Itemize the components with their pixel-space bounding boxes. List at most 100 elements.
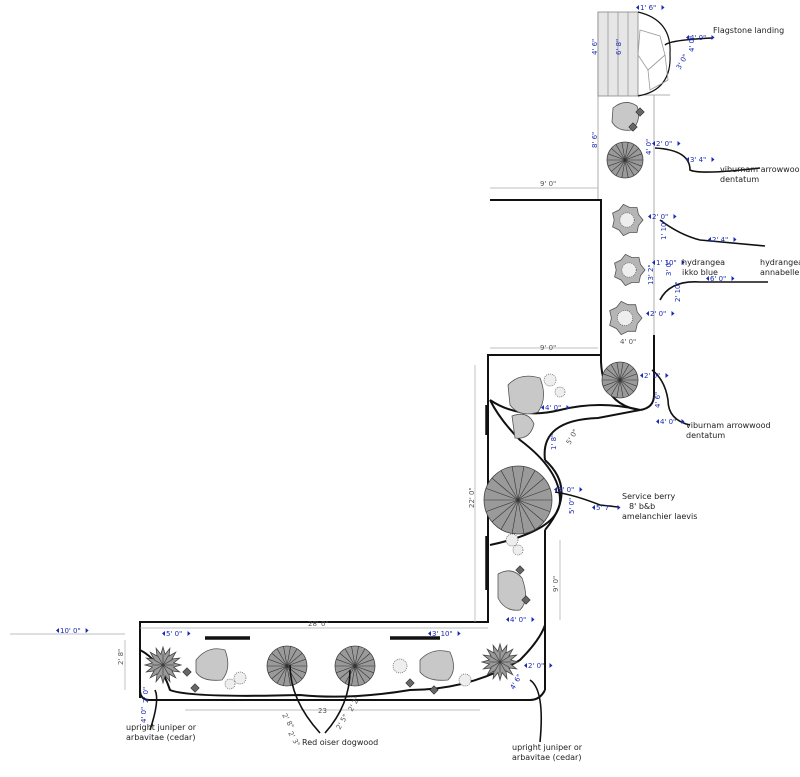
rock-corner-2 bbox=[511, 413, 535, 439]
leader-lines bbox=[149, 37, 768, 743]
dimension-arrow bbox=[640, 373, 643, 378]
rock-bottom-1 bbox=[195, 648, 229, 681]
viburnum-top bbox=[606, 141, 644, 179]
label-hydrangea-b-1: hydrangea bbox=[760, 258, 800, 267]
dimension-arrow bbox=[579, 487, 583, 492]
dimension-arrow bbox=[549, 663, 553, 668]
dimension-label: 2' 0" bbox=[650, 310, 666, 318]
dimension-label: 23 bbox=[318, 707, 327, 715]
dimension-arrow bbox=[648, 214, 651, 219]
dimension-arrow bbox=[686, 35, 689, 40]
dimension-label: 4' 0" bbox=[645, 139, 653, 155]
small-plant-4 bbox=[521, 595, 531, 605]
dimension-arrow bbox=[636, 5, 639, 10]
dimension-label: 2' 0" bbox=[142, 687, 150, 703]
dimension-label: 2' 4" bbox=[712, 236, 728, 244]
dimension-label: 3' 0" bbox=[675, 53, 690, 71]
label-hydrangea-b-2: annabelle bbox=[760, 268, 799, 277]
dimension-arrow bbox=[541, 405, 544, 410]
small-plant-1 bbox=[635, 107, 645, 117]
dimension-arrow bbox=[711, 157, 715, 162]
dimension-label: 4' 0" bbox=[660, 418, 676, 426]
dimension-label: 4' 0" bbox=[510, 616, 526, 624]
dimension-arrow bbox=[56, 628, 59, 633]
rock-bottom-2 bbox=[419, 650, 454, 681]
dimension-arrow bbox=[681, 419, 685, 424]
label-viburnum-top-1: viburnam arrowwood bbox=[720, 165, 800, 174]
dimension-arrow bbox=[531, 617, 535, 622]
dimension-label: 1' 6" bbox=[640, 4, 656, 12]
label-viburnum-mid-1: viburnam arrowwood bbox=[686, 421, 771, 430]
viburnum-mid bbox=[601, 361, 639, 399]
dogwood-2 bbox=[334, 645, 376, 687]
dogwood-1 bbox=[266, 645, 308, 687]
dimension-label: 9' 0" bbox=[540, 344, 556, 352]
label-service-1: Service berry bbox=[622, 492, 676, 501]
rock-side bbox=[497, 570, 526, 611]
perennial-bottom-4 bbox=[458, 673, 472, 687]
perennial-corner-2 bbox=[554, 386, 566, 398]
plant-labels: Flagstone landing viburnam arrowwood den… bbox=[126, 26, 800, 762]
dimension-label: 2' 0" bbox=[652, 213, 668, 221]
dimension-label: 8' 6" bbox=[591, 132, 599, 148]
label-dogwood: Red oiser dogwood bbox=[302, 738, 378, 747]
hydrangea-1 bbox=[612, 203, 644, 237]
dimension-arrow bbox=[677, 141, 681, 146]
dimension-arrow bbox=[566, 405, 570, 410]
rock-corner-1 bbox=[507, 375, 544, 415]
label-viburnum-top-2: dentatum bbox=[720, 175, 759, 184]
dimension-label: 3' 0" bbox=[558, 486, 574, 494]
dimension-label: 4' 6" bbox=[591, 39, 599, 55]
dimension-label: 2' 0" bbox=[528, 662, 544, 670]
dimension-arrow bbox=[656, 419, 659, 424]
dimension-arrow bbox=[187, 631, 191, 636]
perennial-side-1 bbox=[505, 533, 519, 547]
hydrangea-3 bbox=[609, 300, 643, 336]
dimension-label: 4' 6" bbox=[654, 392, 662, 408]
dimension-arrow bbox=[457, 631, 461, 636]
dimension-label: 1' 10" bbox=[660, 219, 668, 240]
dimension-arrow bbox=[506, 617, 509, 622]
label-flagstone: Flagstone landing bbox=[713, 26, 784, 35]
dimension-arrow bbox=[731, 276, 735, 281]
dimension-arrow bbox=[671, 311, 675, 316]
dimension-label: 3' 0" bbox=[665, 260, 673, 276]
dimension-label: 13' 2" bbox=[647, 264, 655, 285]
label-service-2: 8' b&b bbox=[629, 502, 655, 511]
dimension-arrow bbox=[686, 157, 689, 162]
small-plant-6 bbox=[190, 683, 200, 693]
dimension-label: 10' 0" bbox=[60, 627, 81, 635]
dimension-label: 2' 3" bbox=[286, 730, 301, 748]
dimension-label: 4' 0" bbox=[620, 338, 636, 346]
dimension-arrow bbox=[733, 237, 737, 242]
dimension-label: 4' 6" bbox=[509, 673, 524, 691]
label-hydrangea-a-1: hydrangea bbox=[682, 258, 725, 267]
dimension-label: 22' 0" bbox=[468, 487, 476, 508]
dimension-label: 2' 10" bbox=[674, 281, 682, 302]
dimension-arrow bbox=[85, 628, 89, 633]
dimension-label: 3' 4" bbox=[690, 156, 706, 164]
dimension-label: 5' 0" bbox=[568, 498, 576, 514]
dimension-label: 5' 7" bbox=[596, 504, 612, 512]
hydrangea-2 bbox=[614, 253, 646, 287]
label-hydrangea-a-2: ikko blue bbox=[682, 268, 718, 277]
label-juniper-right-1: upright juniper or bbox=[512, 743, 583, 752]
dimension-label: 2' 0" bbox=[644, 372, 660, 380]
dimension-label: 2' 0" bbox=[656, 140, 672, 148]
dimension-arrow bbox=[162, 631, 165, 636]
perennial-bottom-3 bbox=[392, 658, 408, 674]
dimension-label: 5' 0" bbox=[166, 630, 182, 638]
perennial-bottom-1 bbox=[233, 671, 247, 685]
dimension-label: 2' 8" bbox=[117, 649, 125, 665]
dimension-arrow bbox=[665, 373, 669, 378]
dimension-label: 4' 0" bbox=[140, 707, 148, 723]
dimension-arrow bbox=[617, 505, 621, 510]
plants-layer bbox=[143, 102, 646, 695]
perennial-bottom-2 bbox=[224, 678, 236, 690]
juniper-left bbox=[143, 645, 183, 685]
dimension-arrow bbox=[661, 5, 665, 10]
dimension-arrow bbox=[428, 631, 431, 636]
dimension-label: 3' 10" bbox=[432, 630, 453, 638]
dimension-arrow bbox=[652, 260, 655, 265]
rock-top bbox=[611, 102, 640, 131]
